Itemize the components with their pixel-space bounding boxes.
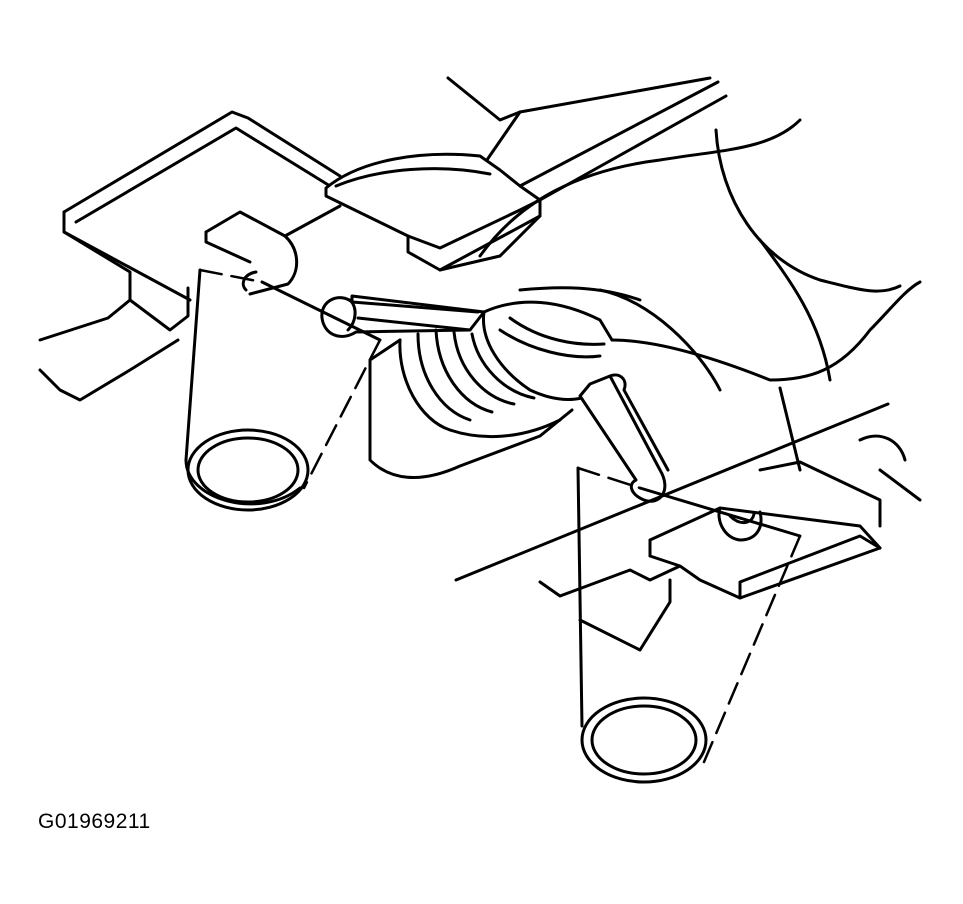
left-slot [204,204,342,296]
center-strap [320,294,486,338]
rail-saddle [324,152,542,272]
main-body [478,118,922,502]
left-detail-pin [184,268,382,512]
figure-id-label: G01969211 [38,810,151,833]
right-detail-pin [576,466,802,784]
left-bracket [38,110,342,402]
right-hook [578,373,670,503]
right-bracket [454,402,890,652]
